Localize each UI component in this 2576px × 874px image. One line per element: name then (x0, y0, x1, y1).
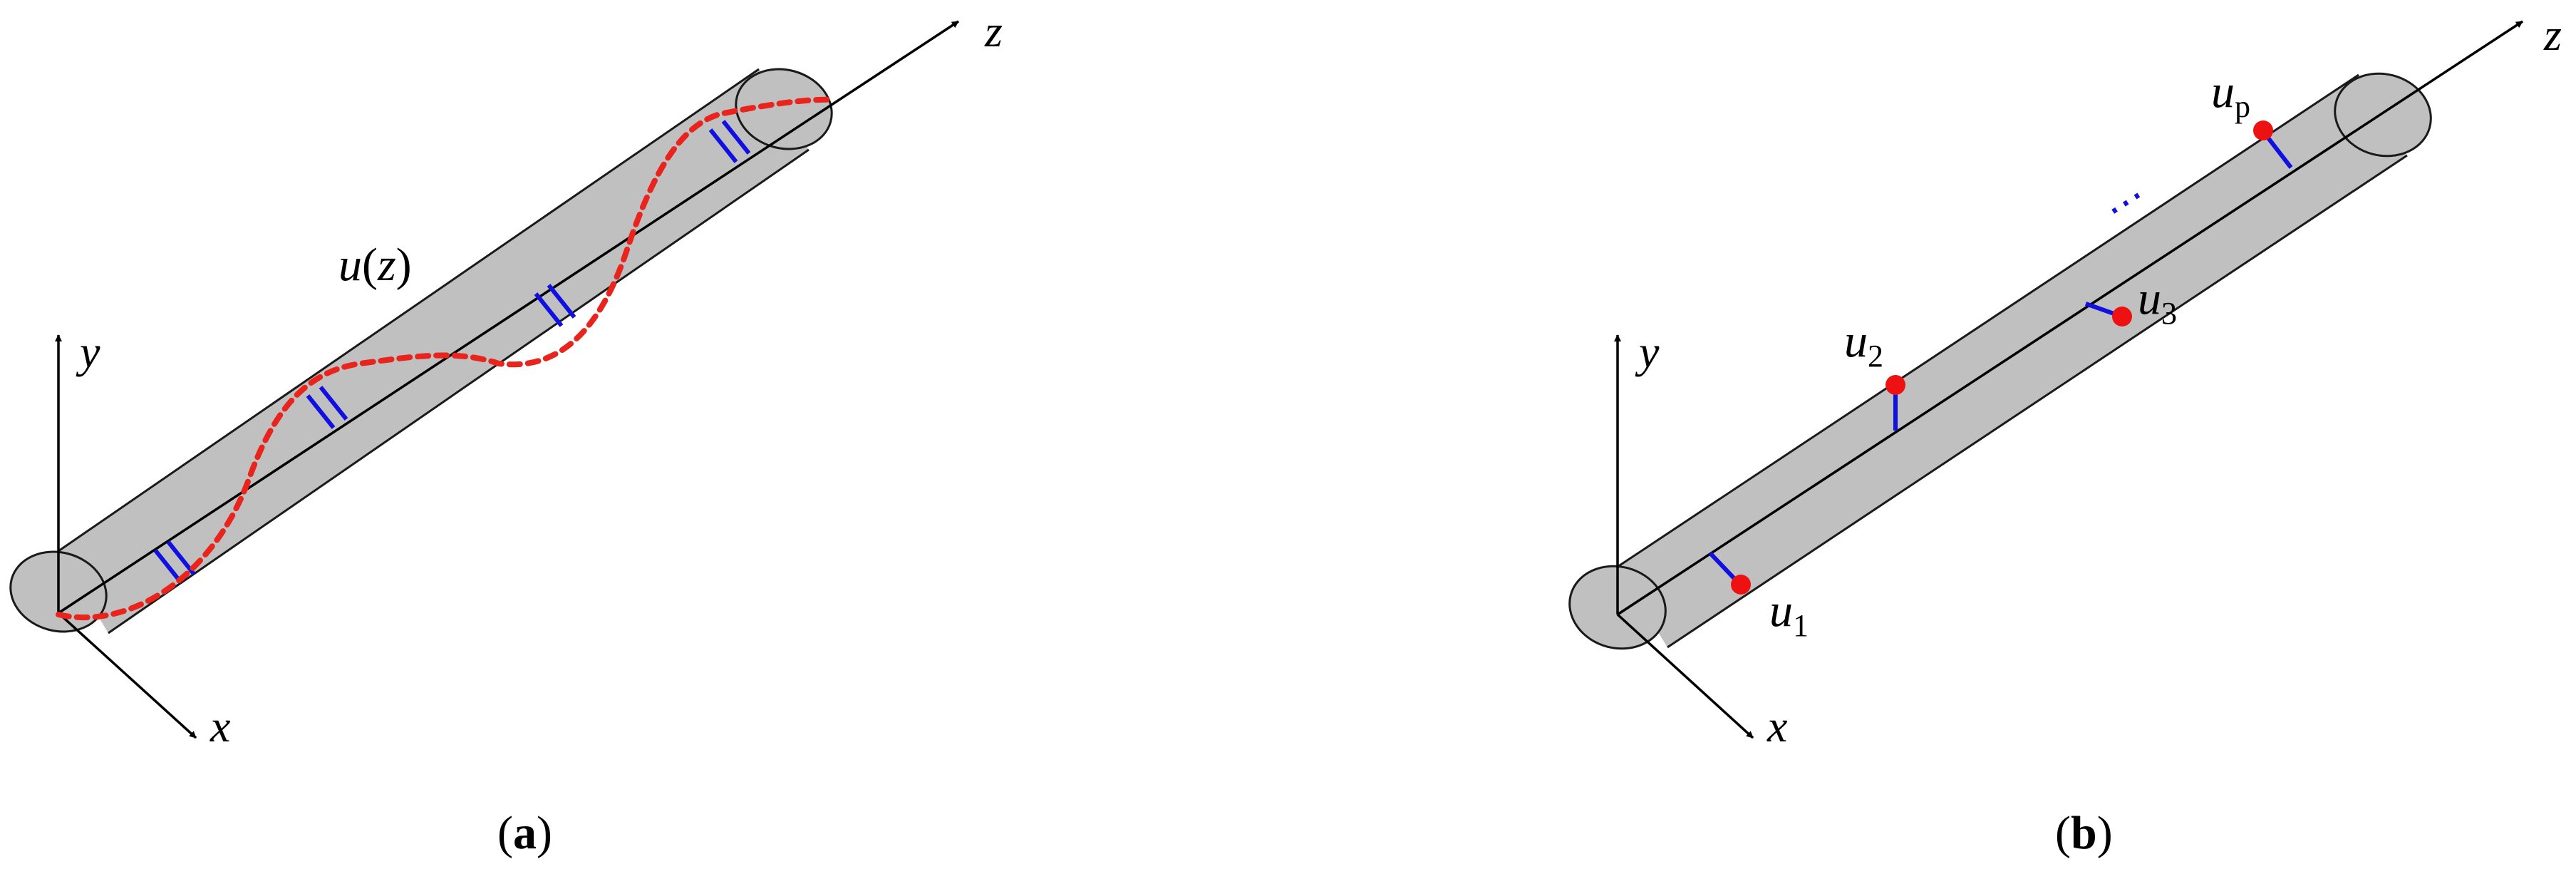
z-axis-a (58, 20, 959, 615)
label-u1-sub: 1 (1793, 608, 1809, 643)
sample-point-1 (1731, 575, 1751, 595)
label-up: up (2211, 66, 2250, 124)
cylinder-b-body (1618, 75, 2407, 647)
label-u2-sub: 2 (1868, 339, 1883, 374)
caption-a-open: ( (497, 807, 513, 859)
z-axis-b (1617, 20, 2523, 616)
sample-point-2 (1886, 375, 1905, 395)
y-axis-label-a: y (76, 327, 100, 377)
caption-a-letter: a (513, 807, 537, 859)
sample-points (1708, 120, 2293, 595)
marker-a-3 (534, 284, 576, 327)
markers-a (153, 120, 751, 584)
marker-a-2 (306, 386, 348, 429)
caption-b-open: ( (2055, 807, 2071, 859)
sample-point-3 (2112, 307, 2132, 327)
caption-b-letter: b (2071, 807, 2097, 859)
y-axis-label-b: y (1635, 327, 1660, 377)
cylinder-a-top-edge (58, 68, 760, 552)
cylinder-b (1568, 72, 2432, 650)
cylinder-a-far-cap (735, 68, 833, 150)
curve-u-z (56, 96, 837, 620)
x-axis-label-a: x (210, 701, 230, 751)
panel-a: z y x u(z) (a) (9, 6, 1003, 859)
caption-b: (b) (2055, 807, 2113, 859)
label-u1: u1 (1769, 585, 1809, 643)
caption-a: (a) (497, 807, 552, 859)
label-u3: u3 (2138, 272, 2177, 331)
z-axis-label-b: z (2543, 9, 2562, 60)
x-axis-b (1616, 613, 1754, 739)
cylinder-a-bottom-edge (108, 148, 809, 634)
marker-a-1 (153, 540, 196, 584)
cylinder-b-bottom-edge (1667, 154, 2408, 649)
caption-b-close: ) (2097, 807, 2113, 859)
curve-label: u(z) (338, 239, 412, 291)
curve-label-close: ) (396, 239, 412, 291)
x-axis-label-b: x (1767, 701, 1787, 751)
cylinder-b-far-cap (2334, 72, 2432, 158)
label-up-var: u (2211, 66, 2235, 118)
panel-b: ⋯ u1 u2 u3 up z y x (b) (1568, 9, 2562, 859)
sample-point-p (2253, 120, 2273, 140)
curve-label-var: u (338, 239, 362, 291)
caption-a-close: ) (537, 807, 552, 859)
offset-line-p (2262, 132, 2293, 169)
label-u3-var: u (2138, 272, 2161, 324)
curve-label-open: ( (362, 239, 378, 291)
label-up-sub: p (2235, 89, 2250, 124)
curve-label-arg: z (377, 239, 396, 291)
cylinder-b-top-edge (1617, 73, 2359, 568)
label-u3-sub: 3 (2161, 296, 2177, 331)
marker-a-4 (708, 120, 751, 163)
label-u2: u2 (1844, 315, 1883, 374)
z-axis-label-a: z (984, 6, 1003, 56)
cylinder-a (9, 68, 833, 634)
label-u1-var: u (1769, 585, 1793, 637)
x-axis-a (57, 612, 197, 739)
label-u2-var: u (1844, 315, 1868, 367)
